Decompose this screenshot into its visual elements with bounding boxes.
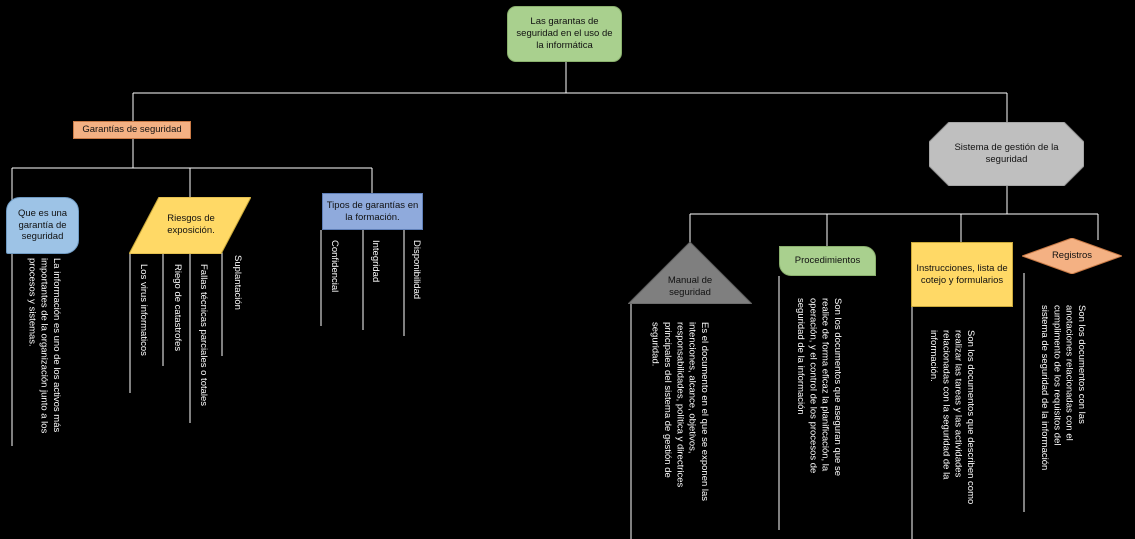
root-label: Las garantas de seguridad en el uso de l… xyxy=(516,16,613,51)
instructions-label: Instrucciones, lista de cotejo y formula… xyxy=(916,262,1008,286)
records-label: Registros xyxy=(1051,250,1093,262)
instructions-node: Instrucciones, lista de cotejo y formula… xyxy=(911,242,1013,307)
records-diamond xyxy=(1022,238,1122,274)
risks-node: Riesgos de exposición. xyxy=(150,203,232,247)
risk-detail-virus: Los virus informaticos xyxy=(138,264,149,356)
left-branch-node: Garantías de seguridad xyxy=(73,121,191,139)
types-node: Tipos de garantías en la formación. xyxy=(322,193,423,230)
procedures-label: Procedimientos xyxy=(794,255,861,267)
type-detail-disponibilidad: Disponibilidad xyxy=(411,240,422,300)
type-detail-integridad: Integridad xyxy=(370,240,381,283)
root-node: Las garantas de seguridad en el uso de l… xyxy=(507,6,622,62)
risk-detail-suplantacion: Suplantación xyxy=(232,255,243,310)
risk-detail-catastrofes: Riego de catastrofes xyxy=(172,264,183,352)
manual-triangle xyxy=(628,242,752,304)
instructions-detail: Son los documentos que describen como re… xyxy=(927,330,976,505)
type-detail-confidencial: Confidencial xyxy=(329,240,340,293)
risks-parallelogram xyxy=(129,197,251,254)
records-detail: Son los documentos con las anotaciones r… xyxy=(1038,305,1087,471)
definition-label: Que es una garantía de seguridad xyxy=(17,207,68,243)
procedures-detail: Son los documentos que aseguran que se r… xyxy=(794,298,843,476)
right-branch-octagon xyxy=(929,122,1084,186)
procedures-node: Procedimientos xyxy=(779,246,876,276)
records-node: Registros xyxy=(1042,246,1102,266)
risk-detail-fallas: Fallas técnicas parciales o totales xyxy=(198,264,209,407)
right-branch-node: Sistema de gestión de la seguridad xyxy=(949,130,1064,178)
types-label: Tipos de garantías en la formación. xyxy=(326,199,419,223)
right-branch-label: Sistema de gestión de la seguridad xyxy=(954,142,1059,165)
manual-detail: Es el documento en el que se exponen las… xyxy=(649,322,710,502)
manual-label: Manual de seguridad xyxy=(667,275,713,298)
definition-node: Que es una garantía de seguridad xyxy=(6,197,79,254)
left-branch-label: Garantías de seguridad xyxy=(82,124,182,136)
definition-detail: La información es uno de los activos más… xyxy=(26,258,62,434)
risks-label: Riesgos de exposición. xyxy=(167,213,215,236)
manual-node: Manual de seguridad xyxy=(660,272,720,302)
